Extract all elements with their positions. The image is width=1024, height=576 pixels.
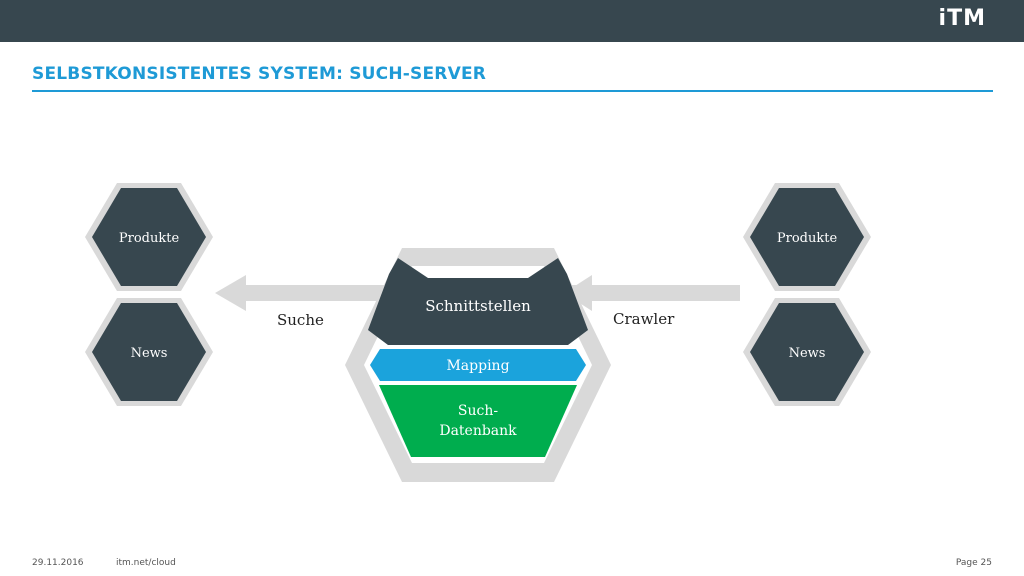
schnittstellen-label: Schnittstellen [425,297,531,315]
suche-arrow [215,275,384,311]
left-hex-produkte-label: Produkte [119,231,180,246]
such-datenbank-label-line2: Datenbank [439,423,517,439]
page-title: SELBSTKONSISTENTES SYSTEM: SUCH-SERVER [32,64,487,84]
right-hex-news-label: News [789,346,826,361]
right-hex-produkte-label: Produkte [777,231,838,246]
right-hex-news: News [743,298,871,406]
such-datenbank-label-line1: Such- [458,403,498,419]
such-datenbank-block [379,385,577,457]
mapping-band [370,349,586,381]
right-hex-produkte: Produkte [743,183,871,291]
top-bar: iTM [0,0,1024,42]
crawler-label: Crawler [613,310,675,328]
mapping-label: Mapping [446,358,509,374]
suche-label: Suche [277,311,324,329]
footer-url: itm.net/cloud [116,558,176,568]
left-hex-news-label: News [131,346,168,361]
footer-page-number: Page 25 [955,558,992,568]
footer-date: 29.11.2016 [32,558,84,568]
left-hex-produkte: Produkte [85,183,213,291]
itm-logo: iTM [938,6,986,31]
title-divider [32,90,993,92]
schnittstellen-block [368,258,588,345]
left-hex-news: News [85,298,213,406]
crawler-arrow [564,275,740,311]
